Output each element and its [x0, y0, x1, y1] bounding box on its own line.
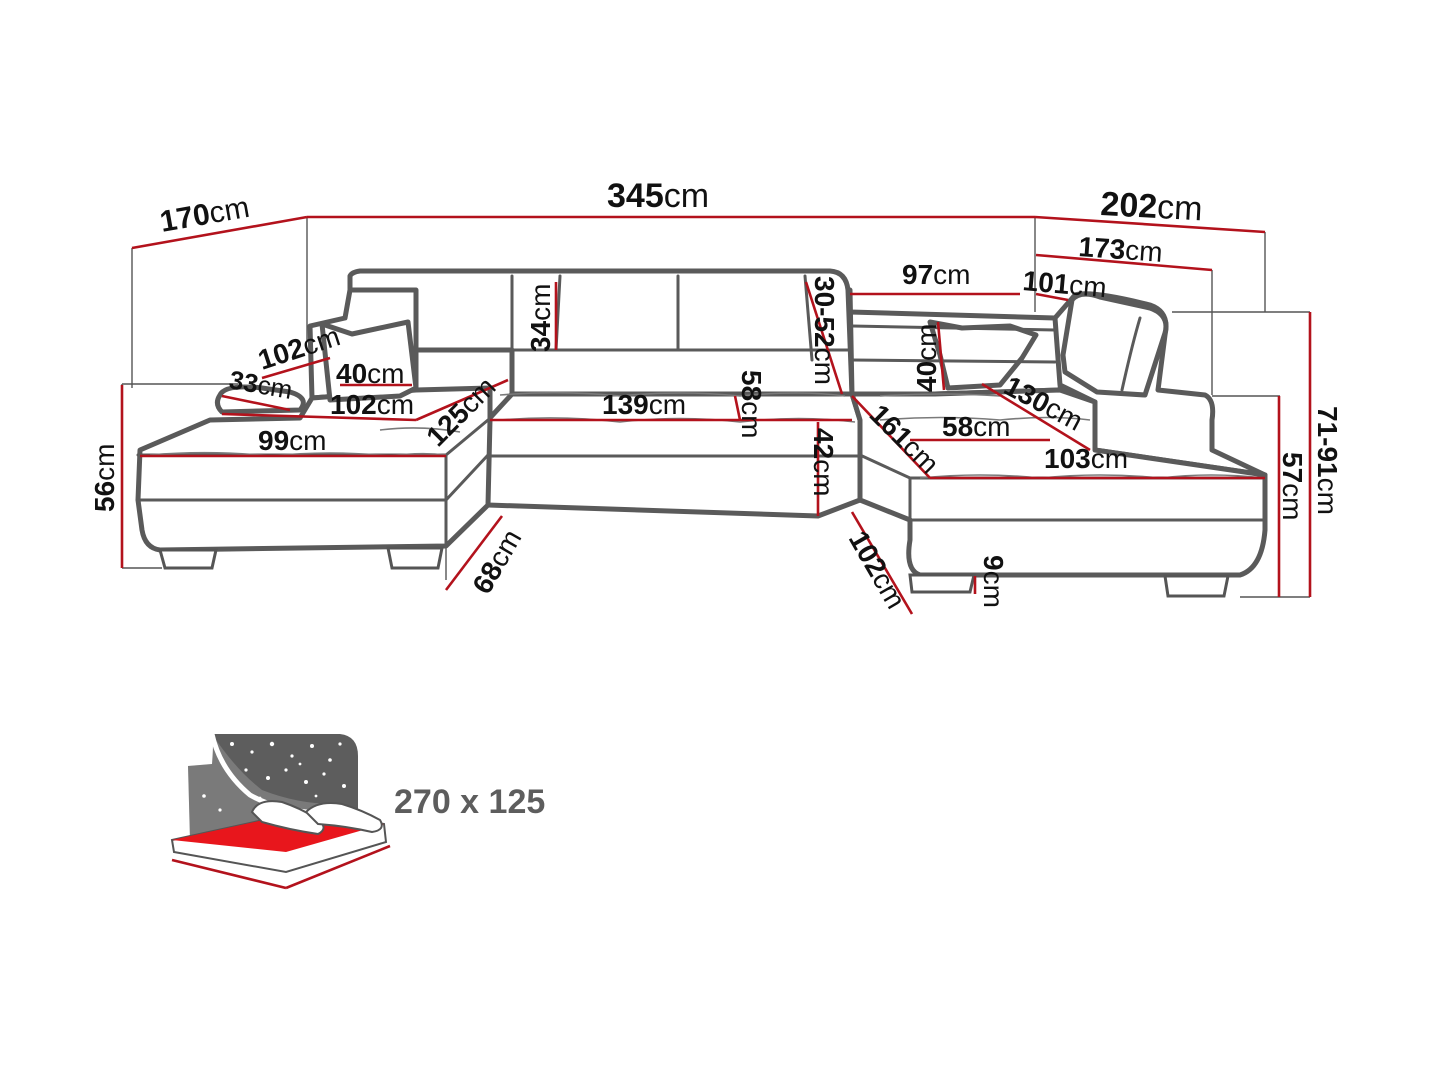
dim-right-seat-width-unit: cm — [1091, 443, 1128, 474]
dim-left-height-value: 56 — [89, 481, 120, 512]
svg-text:102cm: 102cm — [330, 389, 414, 420]
dim-right-height-unit: cm — [1277, 483, 1308, 520]
dim-total-width-value: 345 — [607, 177, 664, 215]
dim-left-seat-width-value: 99 — [258, 425, 289, 456]
left-pillow — [214, 384, 306, 415]
dim-left-seat-length-value: 102 — [330, 389, 377, 420]
svg-text:40cm: 40cm — [336, 358, 404, 389]
dim-middle-seat-width-unit: cm — [649, 389, 686, 420]
dim-seat-depth-unit: cm — [736, 401, 767, 438]
svg-text:139cm: 139cm — [602, 389, 686, 420]
svg-text:57cm: 57cm — [1277, 452, 1308, 520]
dim-left-seat-width-unit: cm — [289, 425, 326, 456]
dim-backrest-height-unit: cm — [525, 284, 556, 321]
dim-leg-height-unit: cm — [978, 571, 1009, 608]
svg-text:68cm: 68cm — [466, 524, 527, 599]
svg-text:58cm: 58cm — [736, 370, 767, 438]
svg-text:33cm: 33cm — [227, 364, 295, 405]
dim-left-total-depth-unit: cm — [207, 191, 252, 230]
dim-right-top-depth-unit: cm — [1124, 234, 1163, 268]
dim-left-total-depth-value: 170 — [157, 198, 212, 239]
dim-right-top-depth-value: 173 — [1078, 231, 1127, 265]
dim-right-seat-depth-unit: cm — [973, 411, 1010, 442]
dim-right-height-range-value: 71-91 — [1312, 406, 1343, 478]
svg-text:99cm: 99cm — [258, 425, 326, 456]
dim-right-total-depth-unit: cm — [1156, 188, 1203, 228]
svg-text:40cm: 40cm — [911, 324, 942, 392]
svg-text:202cm: 202cm — [1100, 185, 1204, 228]
svg-text:345cm: 345cm — [607, 177, 709, 215]
dim-backrest-height-value: 34 — [525, 320, 556, 352]
dim-right-total-depth-value: 202 — [1100, 185, 1159, 226]
middle-backrest — [347, 268, 855, 397]
dim-right-height-range-unit: cm — [1312, 478, 1343, 515]
right-headrest — [1060, 291, 1169, 398]
dim-total-width-unit: cm — [664, 177, 709, 215]
dim-seat-depth-value: 58 — [736, 370, 767, 401]
svg-text:170cm: 170cm — [157, 191, 251, 239]
svg-text:173cm: 173cm — [1078, 231, 1164, 268]
bed-size-label: 270 x 125 — [394, 783, 545, 821]
dim-right-cushion-value: 40 — [911, 361, 942, 392]
dim-headrest-range-unit: cm — [809, 348, 840, 385]
svg-text:71-91cm: 71-91cm — [1312, 406, 1343, 515]
svg-text:56cm: 56cm — [89, 444, 120, 512]
dim-headrest-length-unit: cm — [1068, 269, 1108, 303]
dim-right-cushion-unit: cm — [911, 324, 942, 361]
dim-left-pillow-value: 33 — [227, 364, 261, 399]
dim-headrest-range-value: 30-52 — [809, 276, 840, 348]
svg-text:34cm: 34cm — [525, 284, 556, 352]
svg-text:101cm: 101cm — [1021, 265, 1107, 303]
dim-right-seat-depth-value: 58 — [942, 411, 973, 442]
svg-text:102cm: 102cm — [843, 526, 912, 614]
dimension-labels: 170cm 345cm 202cm 173cm 97cm 101cm 34cm … — [89, 177, 1343, 614]
svg-text:103cm: 103cm — [1044, 443, 1128, 474]
svg-text:30-52cm: 30-52cm — [809, 276, 840, 385]
dim-left-height-unit: cm — [89, 444, 120, 481]
dim-seat-height-value: 42 — [808, 428, 839, 459]
dim-headrest-width-unit: cm — [933, 259, 970, 290]
dim-right-seat-width-value: 103 — [1044, 443, 1091, 474]
dim-left-seat-length-unit: cm — [377, 389, 414, 420]
dim-left-pillow-unit: cm — [255, 369, 294, 405]
dim-headrest-length-value: 101 — [1021, 265, 1070, 300]
svg-text:97cm: 97cm — [902, 259, 970, 290]
svg-text:58cm: 58cm — [942, 411, 1010, 442]
dim-middle-seat-width-value: 139 — [602, 389, 649, 420]
dim-left-cushion-value: 40 — [336, 358, 367, 389]
dim-leg-height-value: 9 — [978, 555, 1009, 571]
dim-right-height-value: 57 — [1277, 452, 1308, 483]
dimension-lines — [120, 215, 1312, 615]
sofa-legs — [158, 546, 1230, 598]
dim-headrest-width-value: 97 — [902, 259, 933, 290]
dim-seat-height-unit: cm — [808, 459, 839, 496]
right-chaise — [849, 387, 1268, 578]
svg-text:42cm: 42cm — [808, 428, 839, 496]
left-cushion — [319, 319, 419, 403]
bed-with-stars-icon: 270 x 125 — [170, 733, 545, 890]
svg-text:9cm: 9cm — [978, 555, 1009, 608]
dim-left-cushion-unit: cm — [367, 358, 404, 389]
